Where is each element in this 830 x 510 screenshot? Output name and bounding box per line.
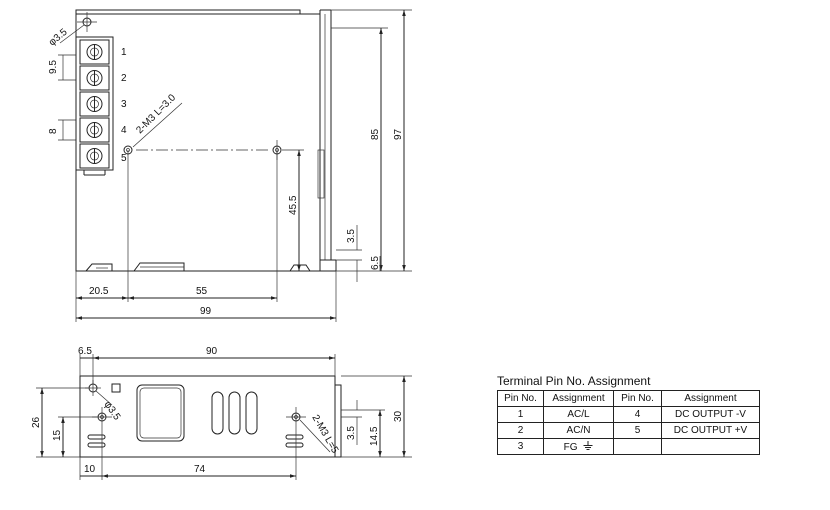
dim-top-hole-dia: φ3.5 [47, 26, 70, 48]
dim-side-height-15: 15 [52, 429, 63, 441]
dim-bottom-6-5: 6.5 [370, 256, 381, 270]
table-header-row: Pin No. Assignment Pin No. Assignment [497, 390, 760, 407]
terminal-3 [79, 91, 110, 117]
table-row: 3 FG [497, 438, 760, 455]
pin-assignment-table-block: Terminal Pin No. Assignment Pin No. Assi… [497, 374, 760, 455]
dim-side-height-26: 26 [31, 416, 42, 428]
dim-side-top-6-5: 6.5 [78, 346, 92, 357]
pin-number-2: 2 [121, 73, 127, 84]
dim-top-mount-holes: 2-M3 L=3.0 [134, 92, 178, 136]
table-cell: AC/N [543, 422, 614, 439]
terminal-1 [79, 39, 110, 65]
fg-label: FG [563, 441, 578, 453]
pin-number-3: 3 [121, 99, 127, 110]
side-left-hole [87, 407, 112, 448]
dim-side-bottom-10: 10 [84, 464, 96, 475]
header-pin-no-1: Pin No. [497, 390, 544, 407]
table-row: 2 AC/N 5 DC OUTPUT +V [497, 422, 760, 439]
pin-assignment-table: Pin No. Assignment Pin No. Assignment 1 … [497, 390, 760, 455]
header-pin-no-2: Pin No. [613, 390, 662, 407]
terminal-5 [79, 143, 110, 169]
bottom-tabs [85, 262, 311, 272]
table-cell: 1 [497, 406, 544, 423]
terminal-2 [79, 65, 110, 91]
table-cell [613, 438, 662, 455]
pin-number-4: 4 [121, 125, 127, 136]
pin-number-5: 5 [121, 153, 127, 164]
table-cell: DC OUTPUT -V [661, 406, 760, 423]
vent-slots [211, 391, 258, 435]
table-cell [661, 438, 760, 455]
dim-span-55: 55 [196, 286, 208, 297]
pin-number-1: 1 [121, 47, 127, 58]
dim-height-inner: 85 [370, 128, 381, 140]
dim-width-99: 99 [200, 306, 212, 317]
table-cell: 3 [497, 438, 544, 455]
table-cell-fg: FG [543, 438, 614, 455]
dim-height-outer: 97 [393, 128, 404, 140]
dim-bottom-3-5: 3.5 [346, 229, 357, 243]
dim-side-bottom-74: 74 [194, 464, 206, 475]
header-assignment-2: Assignment [661, 390, 760, 407]
pin-table-title: Terminal Pin No. Assignment [497, 374, 651, 388]
side-top-hole [85, 380, 121, 396]
dim-side-height-3-5: 3.5 [346, 426, 357, 440]
header-assignment-1: Assignment [543, 390, 614, 407]
ground-symbol-icon [583, 440, 593, 450]
dim-hole-to-bottom: 45.5 [288, 195, 299, 215]
table-cell: DC OUTPUT +V [661, 422, 760, 439]
dim-left-20-5: 20.5 [89, 286, 109, 297]
top-mount-hole [77, 12, 97, 32]
m3-mount-holes [123, 102, 282, 160]
table-row: 1 AC/L 4 DC OUTPUT -V [497, 406, 760, 423]
side-flange [317, 9, 337, 272]
top-view: 1 2 3 4 5 2-M3 L=3.0 φ3.5 9.5 8 45.5 [47, 9, 412, 322]
dim-side-height-14-5: 14.5 [369, 426, 380, 446]
terminal-block [75, 36, 114, 176]
dim-side-mount-holes: 2-M3 L=5 [309, 413, 340, 456]
side-right-hole [285, 407, 306, 448]
dim-terminal-width: 8 [48, 128, 59, 134]
table-cell: 4 [613, 406, 662, 423]
dim-side-height-30: 30 [393, 410, 404, 422]
dim-pitch: 9.5 [48, 60, 59, 74]
table-cell: 5 [613, 422, 662, 439]
side-window [136, 384, 185, 442]
table-cell: AC/L [543, 406, 614, 423]
table-cell: 2 [497, 422, 544, 439]
side-view: φ3.5 2-M3 L=5 [31, 346, 412, 480]
dim-side-top-90: 90 [206, 346, 218, 357]
terminal-4 [79, 117, 110, 143]
